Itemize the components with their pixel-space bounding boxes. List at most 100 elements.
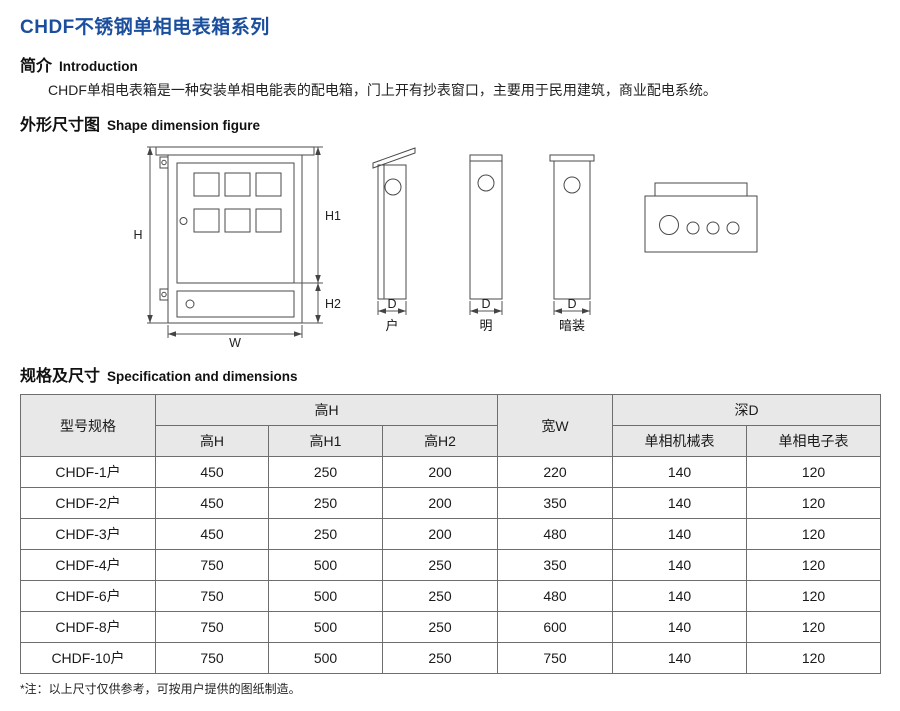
side-view-surface-dim — [469, 301, 503, 315]
h-cell: 750 — [155, 580, 269, 612]
elec-cell: 120 — [746, 456, 882, 488]
table-row: CHDF-8户 750 500 250 600 140 120 — [20, 611, 882, 643]
model-cell: CHDF-1户 — [20, 456, 156, 488]
mech-cell: 140 — [612, 549, 748, 581]
h1-cell: 250 — [268, 456, 383, 488]
model-cell: CHDF-3户 — [20, 518, 156, 550]
side-view-outdoor-dim — [377, 301, 407, 315]
w-cell: 350 — [497, 549, 614, 581]
h2-cell: 250 — [381, 549, 499, 581]
model-cell: CHDF-10户 — [20, 642, 156, 674]
spec-heading-zh: 规格及尺寸 — [20, 368, 101, 385]
table-row: CHDF-3户 450 250 200 480 140 120 — [20, 518, 882, 550]
h2-cell: 250 — [381, 642, 499, 674]
mech-cell: 140 — [612, 580, 748, 612]
spec-table: 型号规格 高H 宽W 深D 高H 高H1 高H2 单相机械表 单相电子表 CHD… — [20, 394, 882, 674]
table-header-row-2: 高H 高H1 高H2 单相机械表 单相电子表 — [21, 425, 882, 457]
h-cell: 450 — [155, 487, 269, 519]
side-view-flush — [549, 154, 595, 300]
top-view — [644, 182, 758, 253]
w-cell: 480 — [497, 580, 614, 612]
h2-cell: 200 — [381, 487, 499, 519]
h2-cell: 200 — [381, 518, 499, 550]
header-height-group: 高H — [154, 394, 499, 426]
h2-cell: 250 — [381, 580, 499, 612]
h1-cell: 500 — [268, 580, 383, 612]
mech-cell: 140 — [612, 611, 748, 643]
mount-label-surface: 明 — [479, 318, 492, 333]
dim-h-label: H — [133, 228, 142, 242]
header-model: 型号规格 — [20, 394, 156, 457]
dim-d2-label: D — [481, 297, 490, 311]
intro-heading-zh: 简介 — [20, 58, 53, 75]
side-view-outdoor — [372, 147, 416, 300]
elec-cell: 120 — [746, 487, 882, 519]
w-cell: 750 — [497, 642, 614, 674]
mech-cell: 140 — [612, 487, 748, 519]
header-mech: 单相机械表 — [612, 425, 748, 457]
page-title: CHDF不锈钢单相电表箱系列 — [20, 17, 270, 38]
shape-heading-en: Shape dimension figure — [107, 118, 261, 133]
h1-cell: 250 — [268, 518, 383, 550]
h-cell: 450 — [155, 518, 269, 550]
w-cell: 350 — [497, 487, 614, 519]
table-row: CHDF-1户 450 250 200 220 140 120 — [20, 456, 882, 488]
table-row: CHDF-6户 750 500 250 480 140 120 — [20, 580, 882, 612]
dimension-drawing: H H1 H2 W D 户 — [133, 146, 758, 350]
header-h1: 高H1 — [268, 425, 383, 457]
spec-heading: 规格及尺寸 Specification and dimensions — [20, 362, 880, 386]
header-depth-group: 深D — [612, 394, 882, 426]
dim-h2-label: H2 — [325, 297, 341, 311]
mount-label-flush: 暗装 — [559, 318, 585, 333]
intro-heading-en: Introduction — [59, 59, 138, 74]
mount-label-outdoor: 户 — [385, 318, 398, 333]
model-cell: CHDF-4户 — [20, 549, 156, 581]
h-cell: 750 — [155, 642, 269, 674]
dim-d1-label: D — [387, 297, 396, 311]
table-row: CHDF-4户 750 500 250 350 140 120 — [20, 549, 882, 581]
h1-cell: 500 — [268, 549, 383, 581]
h-cell: 750 — [155, 611, 269, 643]
h2-cell: 200 — [381, 456, 499, 488]
header-h2: 高H2 — [381, 425, 499, 457]
mech-cell: 140 — [612, 518, 748, 550]
model-cell: CHDF-6户 — [20, 580, 156, 612]
h1-cell: 500 — [268, 642, 383, 674]
h1-cell: 500 — [268, 611, 383, 643]
mech-cell: 140 — [612, 456, 748, 488]
w-cell: 220 — [497, 456, 614, 488]
footnote: *注：以上尺寸仅供参考，可按用户提供的图纸制造。 — [20, 682, 301, 696]
dim-h1-label: H1 — [325, 209, 341, 223]
model-cell: CHDF-8户 — [20, 611, 156, 643]
front-view-dimensions — [147, 146, 323, 338]
header-h: 高H — [155, 425, 269, 457]
table-row: CHDF-10户 750 500 250 750 140 120 — [20, 642, 882, 674]
dim-d3-label: D — [567, 297, 576, 311]
mech-cell: 140 — [612, 642, 748, 674]
w-cell: 480 — [497, 518, 614, 550]
side-view-flush-dim — [553, 301, 591, 315]
header-width: 宽W — [497, 394, 614, 457]
model-cell: CHDF-2户 — [20, 487, 156, 519]
header-elec: 单相电子表 — [746, 425, 882, 457]
side-view-surface — [469, 154, 503, 300]
h2-cell: 250 — [381, 611, 499, 643]
table-header-row-1: 型号规格 高H 宽W 深D — [20, 394, 882, 457]
intro-paragraph: CHDF单相电表箱是一种安装单相电能表的配电箱，门上开有抄表窗口，主要用于民用建… — [48, 82, 717, 98]
elec-cell: 120 — [746, 580, 882, 612]
elec-cell: 120 — [746, 549, 882, 581]
table-row: CHDF-2户 450 250 200 350 140 120 — [20, 487, 882, 519]
shape-heading: 外形尺寸图 Shape dimension figure — [20, 111, 880, 135]
h-cell: 450 — [155, 456, 269, 488]
h-cell: 750 — [155, 549, 269, 581]
elec-cell: 120 — [746, 518, 882, 550]
elec-cell: 120 — [746, 642, 882, 674]
spec-heading-en: Specification and dimensions — [107, 369, 298, 384]
intro-heading: 简介 Introduction — [20, 52, 880, 76]
elec-cell: 120 — [746, 611, 882, 643]
h1-cell: 250 — [268, 487, 383, 519]
shape-heading-zh: 外形尺寸图 — [20, 117, 101, 134]
dimension-figure: H H1 H2 W D 户 — [20, 139, 880, 354]
dim-w-label: W — [229, 336, 241, 349]
